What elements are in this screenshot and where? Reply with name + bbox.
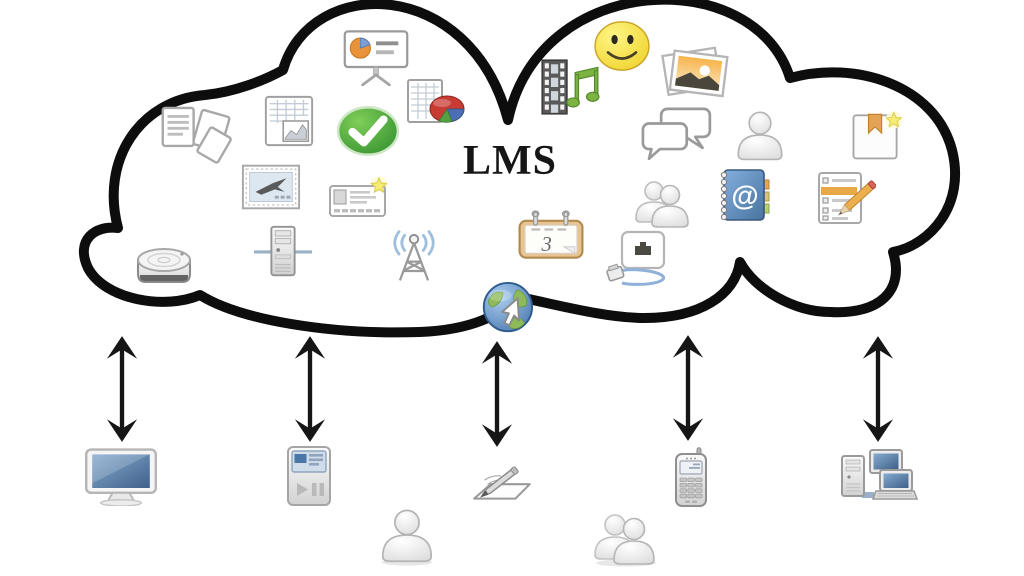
postage-stamp-icon	[240, 162, 302, 212]
pen-tablet-icon	[470, 453, 536, 503]
approval-check-icon	[335, 104, 401, 158]
film-music-media-icon	[536, 58, 602, 116]
sync-arrow-pen-tablet	[480, 340, 514, 448]
globe-pointer-icon	[475, 281, 537, 337]
spreadsheet-pie-chart-icon	[404, 76, 468, 128]
media-player-icon	[284, 445, 334, 509]
desktop-monitor-icon	[82, 446, 160, 506]
at-symbol: @	[731, 180, 758, 211]
spreadsheet-document-icon	[258, 94, 320, 148]
hard-drive-icon	[131, 238, 197, 286]
checklist-pencil-icon	[810, 170, 876, 226]
user-group-icon	[630, 178, 694, 228]
computer-workstation-icon	[838, 446, 918, 504]
sync-arrow-desktop	[105, 333, 139, 445]
user-icon	[731, 106, 789, 164]
id-card-icon	[326, 176, 392, 220]
chat-bubbles-icon	[638, 104, 716, 160]
photo-stack-icon	[658, 40, 732, 100]
bookmarked-book-icon	[846, 106, 906, 162]
sync-arrow-workstation	[861, 334, 895, 444]
address-book-icon: @	[712, 166, 776, 224]
mobile-phone-icon	[669, 447, 713, 507]
sync-arrow-media-player	[293, 333, 327, 445]
single-user-icon	[376, 506, 438, 568]
sync-arrow-mobile-phone	[671, 332, 705, 444]
calendar-day: 3	[541, 234, 552, 256]
presentation-chart-icon	[340, 28, 412, 86]
cloud-title: LMS	[462, 138, 557, 184]
user-pair-icon	[590, 510, 660, 568]
server-icon	[252, 222, 314, 280]
calendar-icon: 3	[516, 210, 586, 262]
document-stack-icon	[158, 103, 234, 165]
wireless-antenna-icon	[384, 228, 444, 284]
network-connection-icon	[600, 230, 676, 288]
smiley-face-icon	[592, 20, 652, 72]
